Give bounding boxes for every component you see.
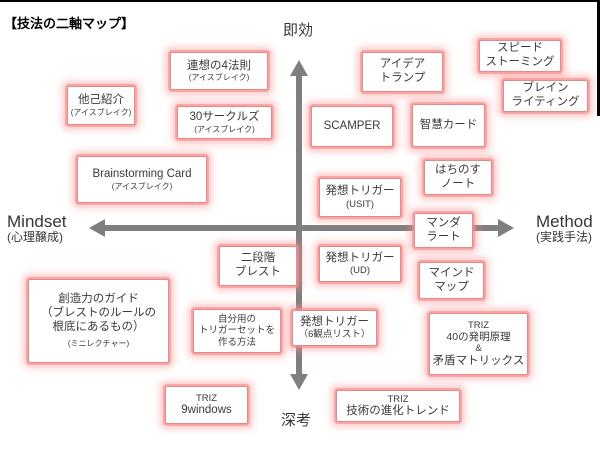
technique-box-brainstorming-card: Brainstorming Card(アイスブレイク) bbox=[77, 156, 207, 203]
technique-label: 30サークルズ bbox=[189, 111, 260, 123]
technique-box-mandala-art: マンダラート bbox=[414, 213, 473, 248]
technique-label: (アイスブレイク) bbox=[70, 107, 132, 117]
technique-box-speed-storming: スピードストーミング bbox=[479, 40, 561, 72]
technique-box-mind-map: マインドマップ bbox=[419, 262, 484, 299]
technique-label: 智慧カード bbox=[419, 118, 478, 131]
technique-label: & bbox=[475, 343, 482, 355]
technique-label: 根底にあるもの） bbox=[52, 320, 145, 333]
arrow-up-icon bbox=[290, 60, 308, 76]
axis-label-top: 即効 bbox=[283, 22, 314, 39]
arrow-right-icon bbox=[498, 219, 514, 237]
technique-label: (ミニレクチャー) bbox=[67, 339, 130, 349]
technique-box-idea-trump: アイデアトランプ bbox=[362, 52, 443, 92]
technique-label: TRIZ bbox=[467, 319, 490, 331]
technique-label: マップ bbox=[434, 280, 469, 293]
axis-label-left-en: Mindset bbox=[7, 212, 67, 231]
axis-label-right: Method (実践手法) bbox=[536, 213, 593, 243]
technique-label: 発想トリガー bbox=[325, 185, 395, 198]
technique-label: (UD) bbox=[349, 265, 371, 277]
technique-label: (アイスブレイク) bbox=[194, 124, 255, 134]
technique-box-chie-card: 智慧カード bbox=[412, 104, 485, 147]
technique-label: （6観点リスト） bbox=[298, 329, 371, 341]
technique-label: SCAMPER bbox=[323, 119, 381, 132]
technique-label: トランプ bbox=[379, 72, 426, 84]
axis-label-right-en: Method bbox=[536, 212, 593, 231]
technique-box-30-circles: 30サークルズ(アイスブレイク) bbox=[177, 106, 272, 139]
technique-box-hassou-trigger-usit: 発想トリガー(USIT) bbox=[319, 178, 401, 217]
technique-box-brain-writing: ブレインライティング bbox=[503, 80, 588, 112]
technique-label: 二段階 bbox=[240, 252, 276, 265]
technique-label: （ブレストのルールの bbox=[41, 307, 156, 319]
technique-box-hachinosu-note: はちのすノート bbox=[424, 160, 492, 195]
top-frame-line bbox=[0, 0, 600, 2]
technique-box-my-trigger-set: 自分用のトリガーセットを作る方法 bbox=[193, 309, 281, 353]
arrow-left-icon bbox=[89, 219, 105, 237]
technique-label: 作る方法 bbox=[217, 336, 256, 348]
technique-box-hassou-trigger-ud: 発想トリガー(UD) bbox=[319, 246, 401, 282]
technique-box-scamper: SCAMPER bbox=[311, 106, 393, 147]
technique-label: スピード bbox=[497, 42, 543, 55]
technique-label: 矛盾マトリックス bbox=[432, 354, 525, 367]
technique-box-hassou-trigger-6kanten: 発想トリガー（6観点リスト） bbox=[292, 310, 377, 346]
technique-label: トリガーセットを bbox=[198, 325, 275, 337]
technique-label: ラート bbox=[426, 230, 461, 243]
technique-label: ブレイン bbox=[522, 82, 569, 95]
technique-label: マンダ bbox=[426, 216, 461, 229]
technique-label: 技術の進化トレンド bbox=[346, 404, 450, 417]
right-frame-line bbox=[597, 0, 600, 116]
vertical-axis-line bbox=[296, 73, 302, 376]
technique-label: アイデア bbox=[379, 58, 426, 71]
horizontal-axis-line bbox=[103, 225, 500, 231]
technique-label: TRIZ bbox=[195, 392, 218, 404]
technique-box-creativity-guide: 創造力のガイド（ブレストのルールの根底にあるもの） (ミニレクチャー) bbox=[28, 279, 169, 363]
technique-box-nidankai-brainstorm: 二段階ブレスト bbox=[219, 246, 297, 286]
technique-label: 9windows bbox=[181, 403, 232, 416]
technique-label: ノート bbox=[440, 177, 476, 190]
technique-label: 創造力のガイド bbox=[58, 293, 139, 306]
arrow-down-icon bbox=[290, 374, 308, 390]
axis-label-bottom: 深考 bbox=[281, 412, 312, 429]
technique-label: 40の発明原理 bbox=[446, 331, 511, 344]
technique-box-tako-shoukai: 他己紹介(アイスブレイク) bbox=[67, 86, 135, 125]
axis-label-left: Mindset (心理醸成) bbox=[7, 213, 67, 243]
technique-label: ブレスト bbox=[235, 266, 281, 278]
technique-label: はちのす bbox=[435, 163, 481, 176]
technique-label: (アイスブレイク) bbox=[111, 181, 173, 191]
page-title: 【技法の二軸マップ】 bbox=[4, 16, 135, 31]
technique-label: (USIT) bbox=[346, 198, 374, 210]
technique-label: マインド bbox=[428, 266, 475, 279]
technique-label: Brainstorming Card bbox=[92, 168, 192, 180]
technique-label: 自分用の bbox=[217, 314, 256, 326]
technique-label: 発想トリガー bbox=[325, 251, 395, 264]
technique-label: 連想の4法則 bbox=[187, 59, 251, 72]
technique-label: (アイスブレイク) bbox=[188, 73, 250, 83]
technique-label: 他己紹介 bbox=[78, 94, 124, 106]
axis-label-left-jp: (心理醸成) bbox=[7, 229, 63, 244]
technique-label: ライティング bbox=[511, 96, 580, 108]
technique-box-rensou-4-housoku: 連想の4法則(アイスブレイク) bbox=[170, 52, 268, 90]
technique-label: TRIZ bbox=[387, 393, 409, 405]
technique-label: ストーミング bbox=[485, 56, 555, 68]
axis-label-right-jp: (実践手法) bbox=[536, 229, 592, 244]
technique-label: 発想トリガー bbox=[300, 315, 369, 328]
